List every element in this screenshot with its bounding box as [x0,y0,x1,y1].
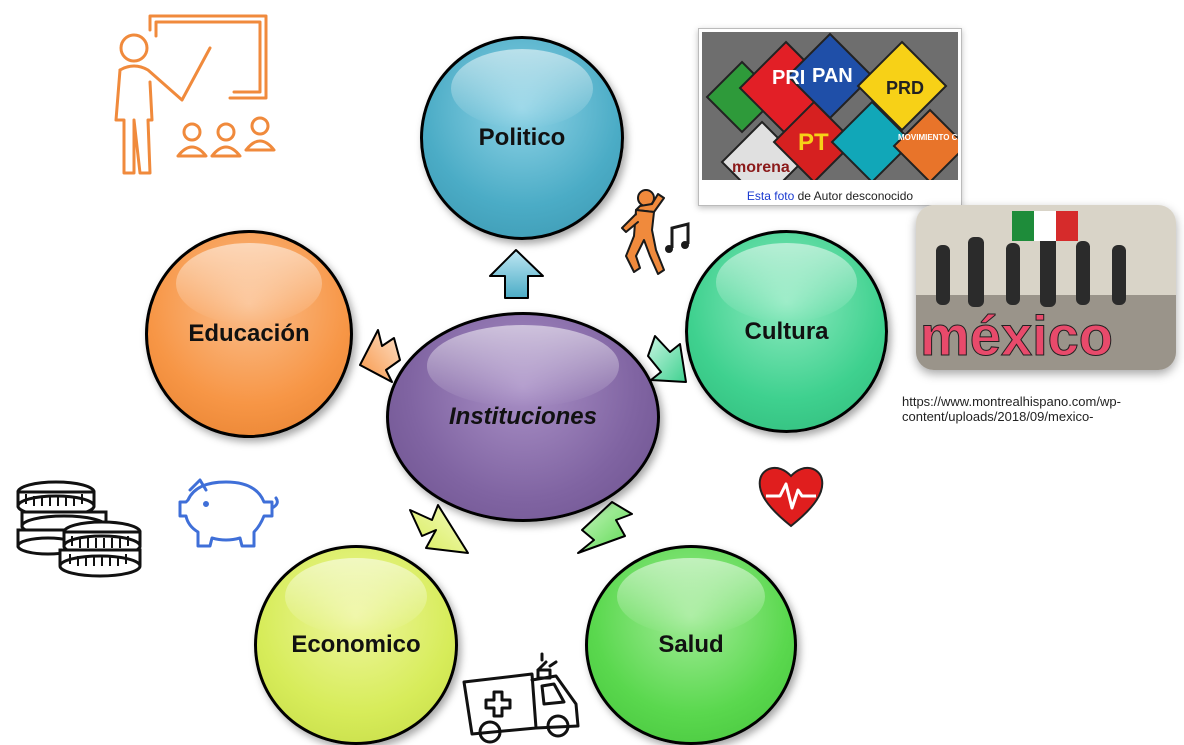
photo-caption-author: de Autor desconocido [794,189,914,203]
node-educacion: Educación [145,230,353,438]
node-politico-label: Politico [478,124,566,151]
mexico-photo: méxico [916,205,1176,370]
ambulance-icon [462,652,580,744]
logo-pri: PRI [772,67,805,89]
node-economico: Economico [254,545,458,745]
node-educacion-label: Educación [188,320,310,347]
political-parties-photo: PRI PAN PRD PT MOVIMIENTO CIUDADANO more… [698,28,962,206]
coins-stack-icon [16,480,142,578]
node-politico: Politico [420,36,624,240]
source-url[interactable]: https://www.montrealhispano.com/wp-conte… [902,394,1121,424]
piggy-bank-icon [178,478,279,548]
node-salud-label: Salud [658,631,724,658]
teacher-presentation-icon [114,14,276,175]
arrow-to-salud [577,501,633,554]
node-economico-label: Economico [291,631,421,658]
logo-pt: PT [798,129,829,156]
node-cultura-label: Cultura [744,317,829,345]
node-salud: Salud [585,545,797,745]
arrow-to-economico [409,504,469,554]
arrow-to-educacion [359,329,401,383]
arrow-to-politico [489,249,544,299]
photo-caption: Esta foto de Autor desconocido [699,189,961,203]
political-parties-image: PRI PAN PRD PT MOVIMIENTO CIUDADANO more… [702,32,958,180]
dancing-music-icon [621,189,690,275]
logo-morena: morena [732,159,790,176]
arrow-to-cultura [647,335,687,383]
logo-mc: MOVIMIENTO CIUDADANO [898,133,958,142]
node-instituciones-label: Instituciones [448,403,598,430]
logo-pan: PAN [812,65,853,87]
logo-prd: PRD [886,78,924,98]
heart-pulse-icon [758,466,824,528]
node-instituciones: Instituciones [386,312,660,522]
node-cultura: Cultura [685,230,888,433]
mexico-sign-text: méxico [920,304,1113,367]
photo-caption-link[interactable]: Esta foto [746,189,795,203]
